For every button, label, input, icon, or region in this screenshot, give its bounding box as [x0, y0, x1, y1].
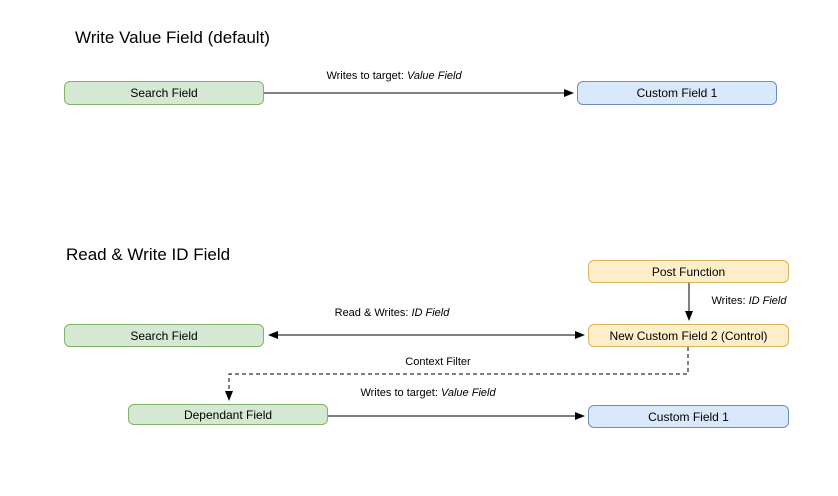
- node-dependant-field: Dependant Field: [128, 404, 328, 425]
- node-label: Post Function: [651, 264, 726, 279]
- node-label: Search Field: [130, 86, 198, 100]
- node-label: Custom Field 1: [648, 409, 729, 424]
- node-custom-field-1-top: Custom Field 1: [577, 81, 777, 105]
- node-label: Custom Field 1: [636, 86, 718, 100]
- node-new-custom-field-2: New Custom Field 2 (Control): [588, 324, 789, 347]
- edge-label-writes-to-target-bottom: Writes to target: Value Field: [336, 387, 520, 399]
- section-title-read-write-id-field: Read & Write ID Field: [66, 245, 231, 264]
- section-title-write-value-field: Write Value Field (default): [75, 28, 270, 47]
- node-label: Dependant Field: [183, 407, 273, 422]
- edge-label-writes-to-target-top: Writes to target: Value Field: [302, 70, 486, 82]
- node-custom-field-1-bottom: Custom Field 1: [588, 405, 789, 428]
- node-label: Search Field: [130, 328, 198, 343]
- node-search-field-top: Search Field: [64, 81, 264, 105]
- node-post-function: Post Function: [588, 260, 789, 283]
- node-search-field-bottom: Search Field: [64, 324, 264, 347]
- edge-label-writes-id-field: Writes: ID Field: [697, 295, 801, 307]
- edge-label-context-filter: Context Filter: [381, 356, 495, 368]
- edge-label-read-writes-id-field: Read & Writes: ID Field: [300, 307, 484, 319]
- node-label: New Custom Field 2 (Control): [609, 328, 768, 343]
